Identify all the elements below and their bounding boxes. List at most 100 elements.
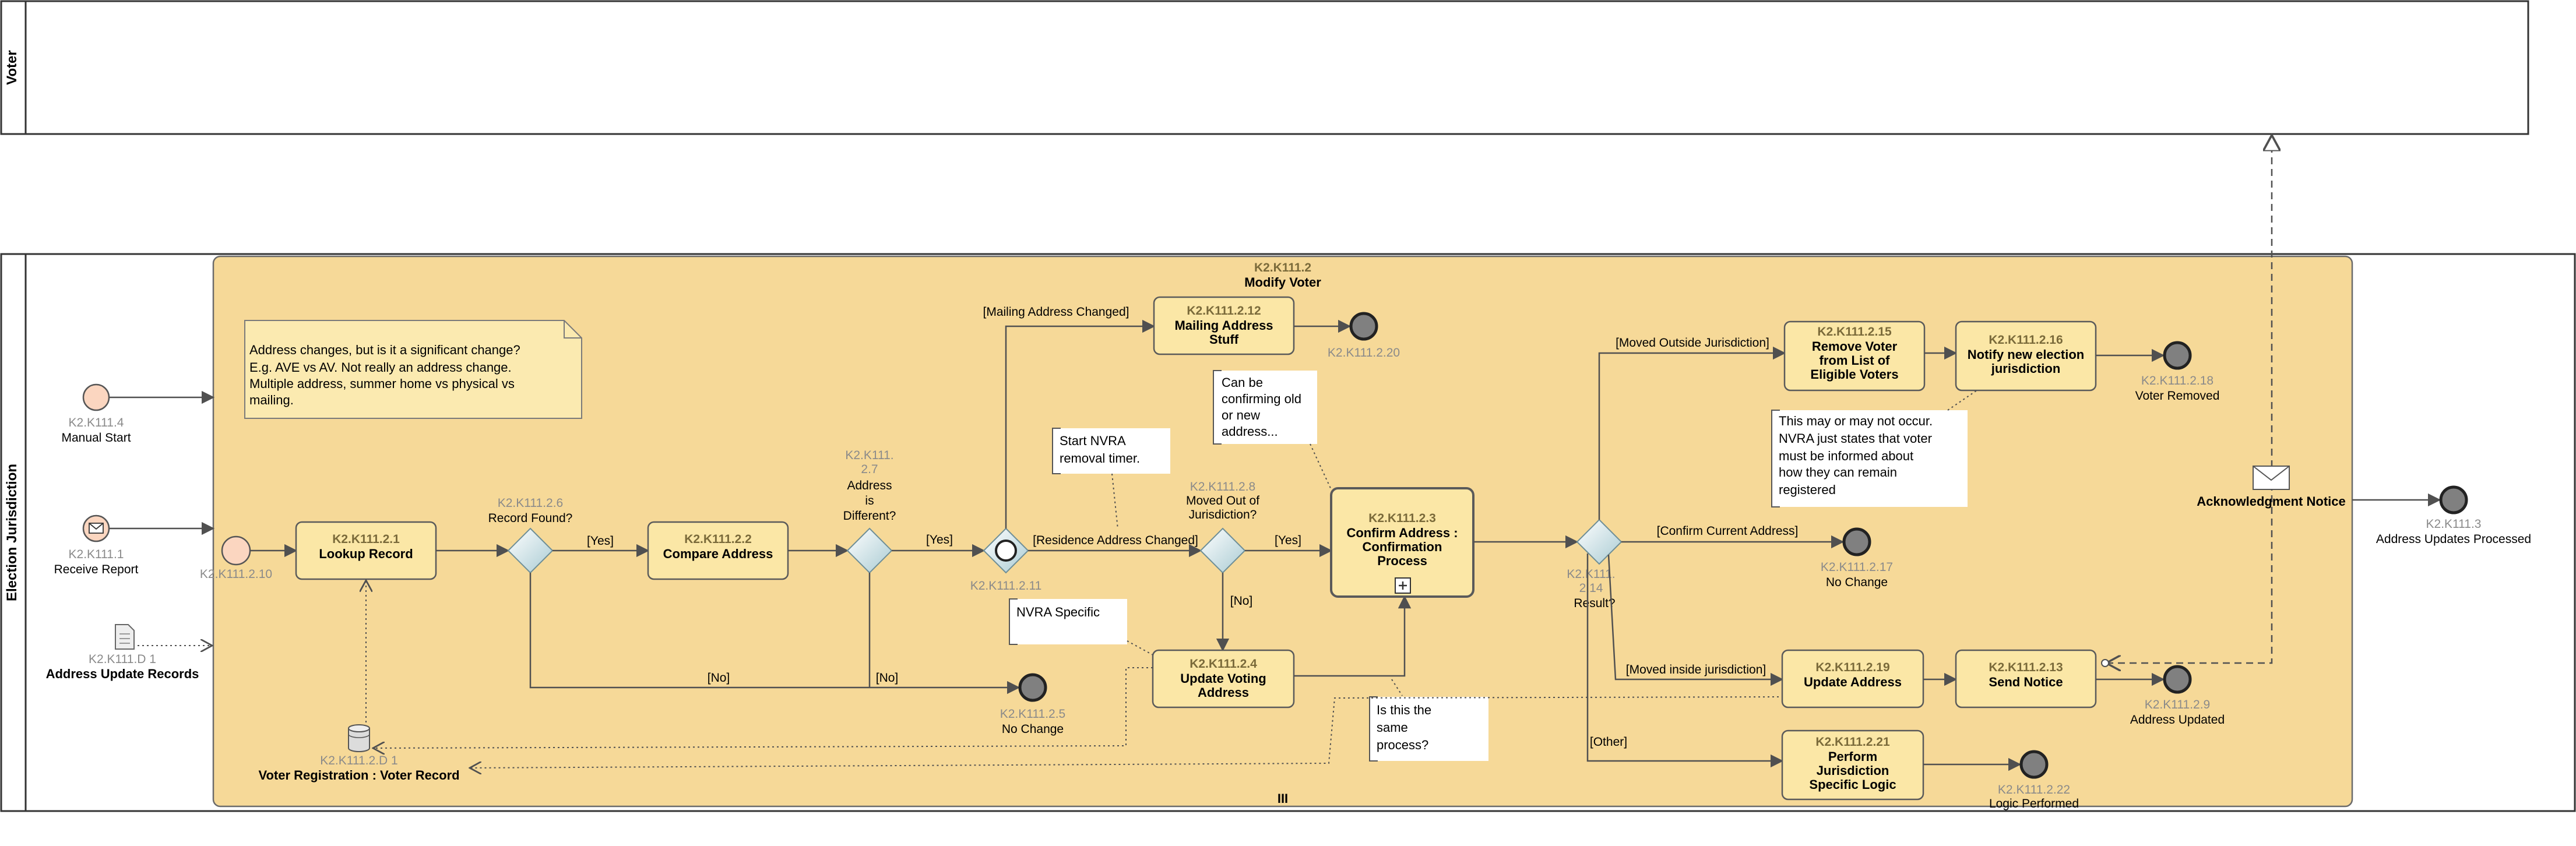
start-event-receive-report[interactable]: K2.K111.1 Receive Report	[54, 514, 139, 576]
gateway-id: K2.K111.	[1567, 567, 1615, 581]
message-flow-origin	[2101, 659, 2109, 667]
inner-start-id: K2.K111.2.10	[200, 567, 272, 581]
flow-label: [No]	[876, 671, 899, 685]
note-line: same	[1377, 720, 1408, 735]
subprocess-title: Modify Voter	[1244, 275, 1321, 290]
gateway-label: Moved Out of	[1186, 494, 1259, 507]
flow-record-no	[529, 573, 1020, 695]
gateway-moved-out[interactable]: K2.K111.2.8 Moved Out of Jurisdiction?	[1186, 480, 1259, 574]
task-remove-voter[interactable]: K2.K111.2.15 Remove Voter from List of E…	[1783, 320, 1926, 392]
voter-lane-label: Voter	[4, 50, 20, 85]
gateway-id: K2.K111.2.8	[1190, 480, 1255, 493]
task-label: Lookup Record	[319, 547, 413, 561]
association-may-not	[1947, 390, 1977, 411]
records-id: K2.K111.D 1	[89, 653, 156, 666]
note-address-changes: Address changes, but is it a significant…	[244, 320, 582, 419]
note-line: NVRA Specific	[1016, 605, 1100, 619]
data-object-address-records[interactable]: K2.K111.D 1 Address Update Records	[46, 624, 199, 681]
task-label: Confirmation	[1363, 540, 1442, 554]
end-event-20[interactable]: K2.K111.2.20	[1328, 312, 1400, 359]
end-event-logic-performed[interactable]: K2.K111.2.22 Logic Performed	[1989, 750, 2079, 810]
gateway-address-different[interactable]: K2.K111. 2.7 Address is Different?	[843, 449, 896, 574]
gateway-result[interactable]: K2.K111. 2.14 Result?	[1567, 519, 1623, 610]
gateway-id: 2.7	[861, 463, 878, 476]
task-label: from List of	[1820, 353, 1891, 368]
task-id: K2.K111.2.12	[1187, 304, 1261, 318]
gateway-label: Address	[847, 479, 892, 492]
flow-label: [Yes]	[926, 533, 953, 547]
subprocess-id: K2.K111.2	[1254, 261, 1311, 274]
flow-label: [Yes]	[587, 534, 614, 548]
end-id: K2.K111.3	[2426, 517, 2482, 531]
note-line: mailing.	[249, 393, 294, 407]
flow-label: [No]	[708, 671, 730, 685]
end-id: K2.K111.2.22	[1998, 783, 2070, 796]
flow-label: [Moved inside jurisdiction]	[1626, 663, 1766, 676]
task-label: jurisdiction	[1991, 361, 2061, 376]
flow-label: [Mailing Address Changed]	[983, 305, 1129, 319]
note-nvra-specific: NVRA Specific	[1009, 598, 1127, 645]
election-lane-label: Election Jurisdiction	[4, 464, 20, 601]
task-label: Send Notice	[1989, 675, 2063, 689]
task-label: Confirm Address :	[1346, 526, 1458, 540]
end-event-no-change-5[interactable]: K2.K111.2.5 No Change	[1000, 673, 1065, 736]
task-lookup-record[interactable]: K2.K111.2.1 Lookup Record	[295, 521, 437, 580]
note-line: removal timer.	[1060, 451, 1140, 466]
end-label: Voter Removed	[2135, 389, 2220, 403]
gateway-label: Jurisdiction?	[1189, 508, 1257, 521]
gateway-record-found[interactable]: K2.K111.2.6 Record Found?	[488, 496, 573, 574]
task-update-voting-address[interactable]: K2.K111.2.4 Update Voting Address	[1152, 649, 1295, 708]
end-id: K2.K111.2.5	[1000, 707, 1065, 721]
end-event-address-updates-processed[interactable]: K2.K111.3 Address Updates Processed	[2376, 485, 2531, 546]
note-same-process: Is this the same process?	[1369, 696, 1488, 762]
task-notify-jurisdiction[interactable]: K2.K111.2.16 Notify new election jurisdi…	[1955, 320, 2097, 392]
task-id: K2.K111.2.4	[1190, 657, 1257, 671]
task-id: K2.K111.2.13	[1989, 661, 2063, 674]
data-store-voter-record[interactable]: K2.K111.2.D 1 Voter Registration : Voter…	[258, 724, 460, 782]
store-id: K2.K111.2.D 1	[320, 754, 397, 767]
task-send-notice[interactable]: K2.K111.2.13 Send Notice	[1955, 649, 2097, 708]
end-label: No Change	[1002, 722, 1064, 736]
end-event-address-updated[interactable]: K2.K111.2.9 Address Updated	[2130, 665, 2225, 727]
task-id: K2.K111.2.15	[1817, 325, 1892, 339]
end-event-no-change-17[interactable]: K2.K111.2.17 No Change	[1821, 527, 1893, 589]
start-report-id: K2.K111.1	[69, 548, 124, 561]
task-mailing-address-stuff[interactable]: K2.K111.2.12 Mailing Address Stuff	[1153, 296, 1295, 355]
note-line: how they can remain	[1779, 465, 1897, 480]
association-same-process	[1391, 679, 1403, 696]
task-perform-logic[interactable]: K2.K111.2.21 Perform Jurisdiction Specif…	[1781, 729, 1924, 801]
gateway-id: K2.K111.2.11	[970, 579, 1042, 593]
task-update-address[interactable]: K2.K111.2.19 Update Address	[1781, 649, 1924, 708]
gateway-label: is	[865, 494, 874, 507]
task-id: K2.K111.2.1	[332, 533, 400, 546]
task-confirm-address[interactable]: K2.K111.2.3 Confirm Address : Confirmati…	[1330, 487, 1474, 598]
note-line: address...	[1222, 424, 1278, 439]
flow-mailing-changed	[1005, 319, 1156, 528]
task-compare-address[interactable]: K2.K111.2.2 Compare Address	[647, 521, 789, 580]
end-label: Logic Performed	[1989, 797, 2079, 810]
flow-moved-outside	[1598, 346, 1786, 520]
gateway-id: 2.14	[1579, 581, 1603, 595]
flow-label: [Yes]	[1275, 534, 1301, 547]
task-id: K2.K111.2.2	[684, 533, 752, 546]
note-line: Can be	[1222, 375, 1263, 390]
note-line: registered	[1779, 482, 1836, 497]
note-line: process?	[1377, 738, 1428, 752]
gateway-event-based[interactable]: K2.K111.2.11	[970, 527, 1042, 593]
start-event-manual[interactable]: K2.K111.4 Manual Start	[61, 383, 131, 445]
start-report-label: Receive Report	[54, 563, 139, 576]
note-confirming: Can be confirming old or new address...	[1213, 370, 1317, 445]
note-line: Start NVRA	[1060, 433, 1126, 448]
task-label: Eligible Voters	[1810, 367, 1898, 382]
message-flow-acknowledgment	[2106, 135, 2272, 663]
records-label: Address Update Records	[46, 667, 199, 681]
flow-update-voting-to-confirm	[1294, 595, 1412, 677]
flow-label: [Moved Outside Jurisdiction]	[1616, 336, 1769, 350]
end-label: No Change	[1826, 576, 1888, 589]
store-label: Voter Registration : Voter Record	[258, 768, 459, 782]
task-label: Process	[1377, 554, 1427, 568]
note-line: must be informed about	[1779, 449, 1913, 463]
voter-lane: Voter	[0, 0, 2529, 135]
message-acknowledgment[interactable]: Acknowledgment Notice	[2197, 466, 2346, 509]
